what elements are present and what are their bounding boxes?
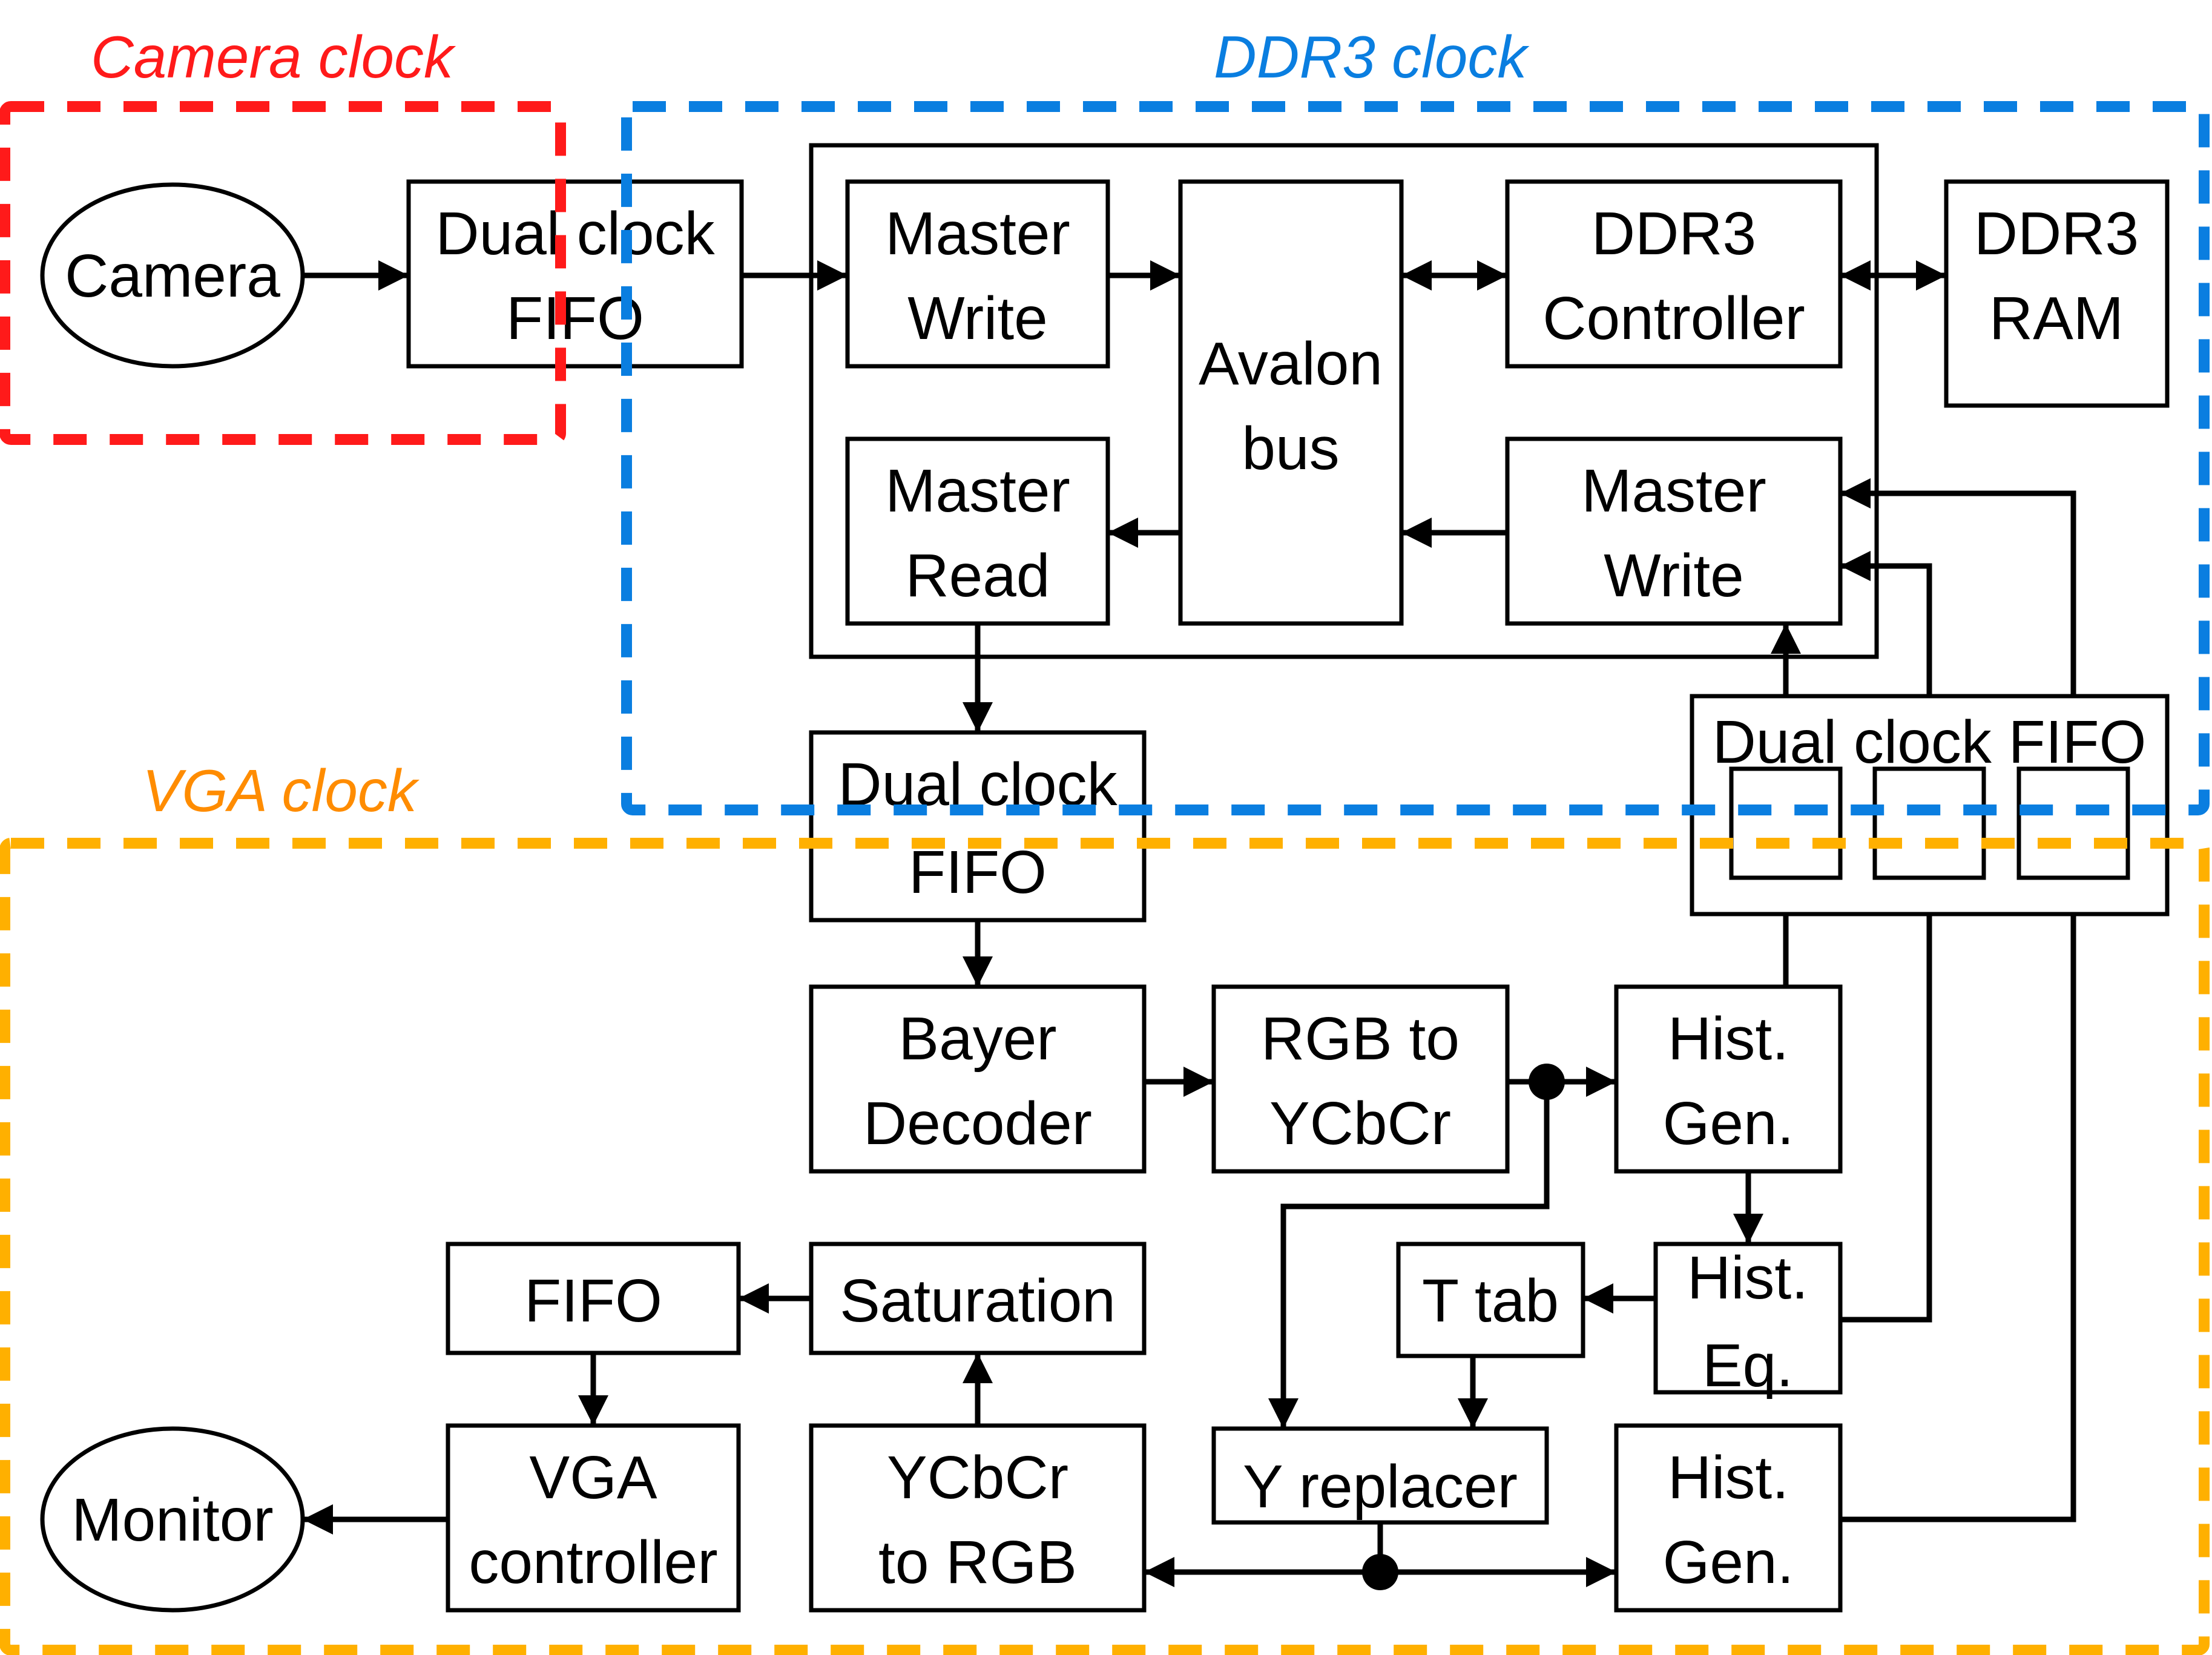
hist-gen-1: Hist. Gen.	[1614, 984, 1843, 1174]
saturation-box	[809, 1242, 1147, 1355]
ddr3-ram-box	[1944, 179, 2170, 408]
monitor-ellipse	[40, 1426, 305, 1613]
wire-tap-yreplacer	[1268, 1082, 1550, 1429]
rgb-to-ycbcr-label-2: YCbCr	[1269, 1090, 1451, 1157]
master-write-bottom-box	[1505, 436, 1843, 626]
master-write-top-box	[845, 179, 1110, 369]
master-write-top: Master Write	[845, 179, 1110, 369]
saturation: Saturation	[809, 1242, 1147, 1355]
ddr3-clock-label: DDR3 clock	[1214, 24, 1530, 90]
hist-eq-box	[1653, 1242, 1843, 1395]
dual-clock-fifo-vga: Dual clock FIFO	[809, 730, 1147, 923]
bayer-decoder-label-2: Decoder	[863, 1090, 1092, 1157]
master-read-label-2: Read	[905, 542, 1050, 610]
fifo-right-label: Dual clock FIFO	[1713, 708, 2147, 776]
ddr3-clock-region	[621, 101, 2210, 815]
ddr3-controller-box	[1505, 179, 1843, 369]
fifo-camera-label-2: FIFO	[506, 285, 644, 352]
y-replacer: Y replacer	[1211, 1426, 1549, 1525]
master-read-box	[845, 436, 1110, 626]
camera-node: Camera	[40, 182, 305, 369]
ycbcr-to-rgb-label-1: YCbCr	[887, 1444, 1068, 1512]
camera-label: Camera	[65, 242, 280, 310]
ycbcr-to-rgb-box	[809, 1423, 1147, 1613]
vga-controller-box	[446, 1423, 741, 1613]
avalon-bus-label-1: Avalon	[1199, 330, 1383, 398]
rgb-to-ycbcr: RGB to YCbCr	[1211, 984, 1510, 1174]
fifo-vga-box	[809, 730, 1147, 923]
hist-gen-2-label-2: Gen.	[1663, 1528, 1794, 1596]
clock-domains: Camera clock DDR3 clock VGA clock	[0, 24, 2210, 1655]
bayer-decoder: Bayer Decoder	[809, 984, 1147, 1174]
bayer-decoder-label-1: Bayer	[898, 1005, 1056, 1073]
ddr3-ram-label-2: RAM	[1989, 285, 2124, 352]
avalon-bus-box	[1178, 179, 1404, 626]
y-replacer-label: Y replacer	[1243, 1453, 1518, 1521]
avalon-bus-label-2: bus	[1242, 415, 1339, 482]
y-replacer-box	[1211, 1426, 1549, 1525]
fifo-channel-b	[1872, 766, 1986, 880]
wire-fifo-c-masterwrite	[1840, 478, 2076, 769]
ddr3-controller: DDR3 Controller	[1505, 179, 1843, 369]
wire-histgen2-fifo-c	[1840, 878, 2089, 1522]
hist-gen-2-box	[1614, 1423, 1843, 1613]
camera-ellipse	[40, 182, 305, 369]
master-read-label-1: Master	[885, 457, 1070, 525]
fifo-output-label: FIFO	[524, 1267, 662, 1335]
fifo-camera-box	[406, 179, 744, 369]
hist-gen-2-label-1: Hist.	[1668, 1444, 1789, 1512]
ddr3-ram: DDR3 RAM	[1944, 179, 2170, 408]
hist-gen-1-box	[1614, 984, 1843, 1174]
ddr3-subsystem-frame	[809, 143, 1879, 659]
master-write-bottom: Master Write	[1505, 436, 1843, 626]
hist-gen-1-label-1: Hist.	[1668, 1005, 1789, 1073]
camera-clock-label: Camera clock	[91, 24, 456, 90]
junction-dot	[1529, 1064, 1565, 1100]
wire-histeq-fifo-b	[1840, 878, 1944, 1323]
t-tab: T tab	[1396, 1242, 1585, 1358]
vga-controller: VGA controller	[446, 1423, 741, 1613]
hist-gen-2: Hist. Gen.	[1614, 1423, 1843, 1613]
hist-eq-label-1: Hist.	[1687, 1244, 1808, 1312]
hist-eq-label-2: Eq.	[1702, 1332, 1793, 1400]
fifo-channel-a	[1729, 766, 1843, 880]
vga-clock-region	[0, 838, 2210, 1655]
fifo-output: FIFO	[446, 1242, 741, 1355]
hist-gen-1-label-2: Gen.	[1663, 1090, 1794, 1157]
bayer-decoder-box	[809, 984, 1147, 1174]
t-tab-box	[1396, 1242, 1585, 1358]
rgb-to-ycbcr-label-1: RGB to	[1261, 1005, 1460, 1073]
saturation-label: Saturation	[840, 1267, 1116, 1335]
monitor-node: Monitor	[40, 1426, 305, 1613]
master-write-bottom-label-1: Master	[1581, 457, 1766, 525]
dual-clock-fifo-camera: Dual clock FIFO	[406, 179, 744, 369]
ddr3-controller-label-1: DDR3	[1592, 200, 1756, 268]
ycbcr-to-rgb: YCbCr to RGB	[809, 1423, 1147, 1613]
junction-dot	[1362, 1554, 1398, 1590]
ycbcr-to-rgb-label-2: to RGB	[878, 1528, 1077, 1596]
ddr3-controller-label-2: Controller	[1542, 285, 1805, 352]
master-write-top-label-2: Write	[907, 285, 1048, 352]
fifo-channel-c	[2016, 766, 2130, 880]
monitor-label: Monitor	[71, 1486, 273, 1554]
master-write-top-label-1: Master	[885, 200, 1070, 268]
vga-controller-label-1: VGA	[529, 1444, 657, 1512]
camera-clock-region	[0, 101, 566, 445]
hist-eq: Hist. Eq.	[1653, 1242, 1843, 1400]
master-write-bottom-label-2: Write	[1604, 542, 1744, 610]
fifo-output-box	[446, 1242, 741, 1355]
ddr3-ram-label-1: DDR3	[1974, 200, 2139, 268]
vga-controller-label-2: controller	[469, 1528, 717, 1596]
avalon-bus: Avalon bus	[1178, 179, 1404, 626]
fifo-camera-label-1: Dual clock	[435, 200, 715, 268]
fifo-vga-label-2: FIFO	[909, 838, 1047, 906]
vga-clock-label: VGA clock	[142, 757, 420, 824]
master-read: Master Read	[845, 436, 1110, 626]
t-tab-label: T tab	[1422, 1267, 1559, 1335]
rgb-to-ycbcr-box	[1211, 984, 1510, 1174]
